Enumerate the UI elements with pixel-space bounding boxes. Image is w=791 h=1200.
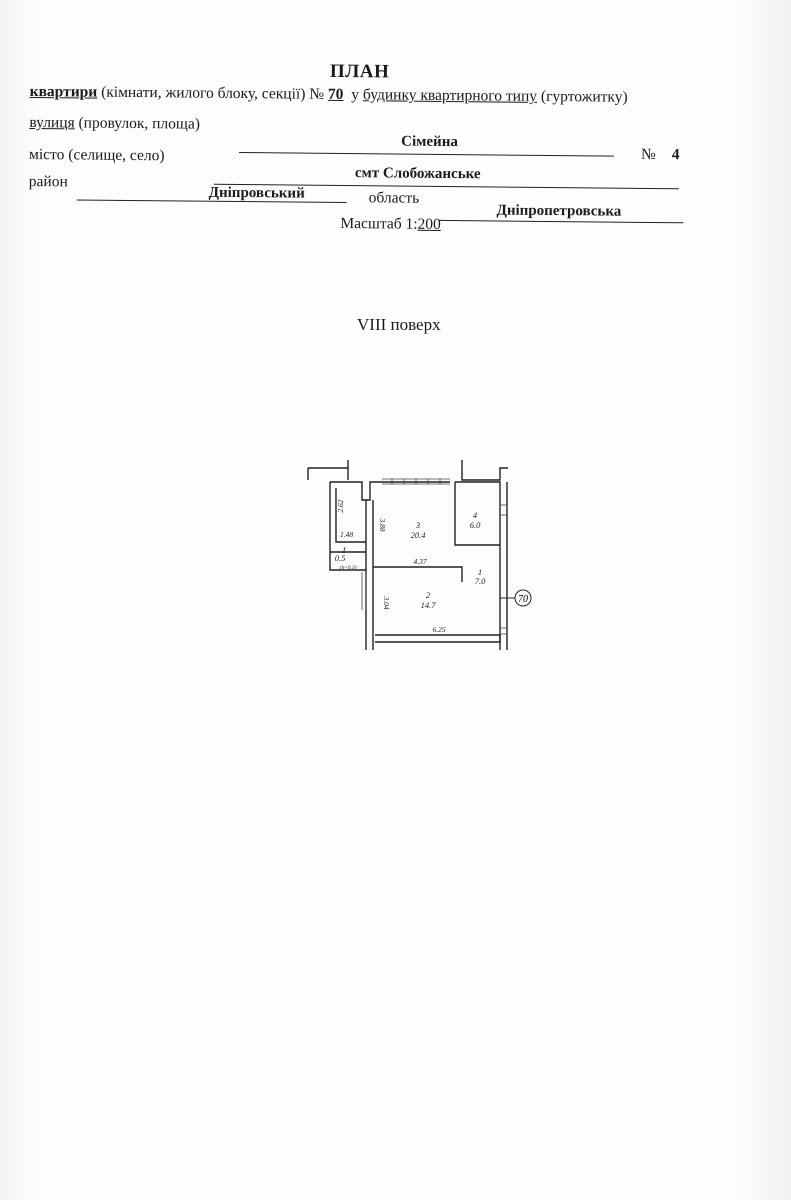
dimension-4-37: 4.37 [413, 557, 426, 566]
room-3-area: 20.4 [411, 530, 427, 540]
dimension-labels: 2.62 1.48 3.88 4.37 3.04 6.25 [336, 499, 446, 634]
room-2-area: 14.7 [421, 600, 437, 610]
region-label: область [368, 189, 420, 207]
marker-number: 70 [518, 594, 528, 605]
scale-label: Масштаб 1: [340, 214, 418, 233]
room-2-number: 2 [426, 590, 431, 600]
apartment-desc: (кімнати, жилого блоку, секції) № [101, 83, 325, 103]
city-label: місто (селище, село) [28, 145, 165, 165]
room-1-area: 7.0 [475, 576, 486, 586]
dorm-note: (гуртожитку) [540, 87, 628, 106]
floor-plan-drawing: 70 3 20.4 4 6.0 1 7.0 2 14.7 I 0.5 (h=0.… [307, 460, 532, 650]
marker-circle [514, 589, 532, 607]
plan-walls [307, 460, 508, 650]
street-value: Сімейна [401, 133, 458, 151]
window-strip [361, 478, 507, 635]
house-number-line: № 4 [641, 146, 680, 164]
room-labels: 3 20.4 4 6.0 1 7.0 2 14.7 I 0.5 (h=0.3) [335, 510, 486, 610]
city-value: смт Слобожанське [354, 165, 481, 183]
house-type: будинку квартирного типу [362, 86, 538, 105]
house-prefix: у [351, 86, 360, 104]
number-label: № [641, 145, 656, 164]
floor-label: VIII поверх [357, 315, 441, 334]
region-value: Дніпропетровська [496, 202, 622, 220]
street-line: вулиця (провулок, площа) [29, 114, 200, 134]
room-4-number: 4 [473, 510, 478, 520]
dimension-6-25: 6.25 [432, 625, 445, 634]
room-4-area: 6.0 [470, 520, 481, 530]
document-title: ПЛАН [329, 60, 390, 83]
room-i-note: (h=0.3) [340, 564, 357, 571]
dimension-3-88: 3.88 [378, 517, 387, 531]
dimension-2-62: 2.62 [336, 499, 345, 512]
room-3-number: 3 [415, 520, 420, 530]
house-number: 4 [671, 146, 680, 164]
room-1-number: 1 [478, 567, 482, 577]
apartment-marker: 70 [500, 589, 532, 607]
district-label: район [28, 172, 68, 191]
apartment-number: 70 [327, 85, 344, 104]
dimension-3-04: 3.04 [382, 595, 391, 609]
scale-line: Масштаб 1:200 [340, 215, 441, 234]
room-i-number: I [342, 545, 347, 555]
dimension-1-48: 1.48 [340, 530, 353, 539]
scale-value: 200 [417, 215, 441, 233]
street-label: вулиця [29, 113, 75, 132]
room-i-area: 0.5 [335, 553, 346, 563]
street-hint: (провулок, площа) [78, 114, 200, 133]
apartment-word: квартири [29, 82, 98, 101]
